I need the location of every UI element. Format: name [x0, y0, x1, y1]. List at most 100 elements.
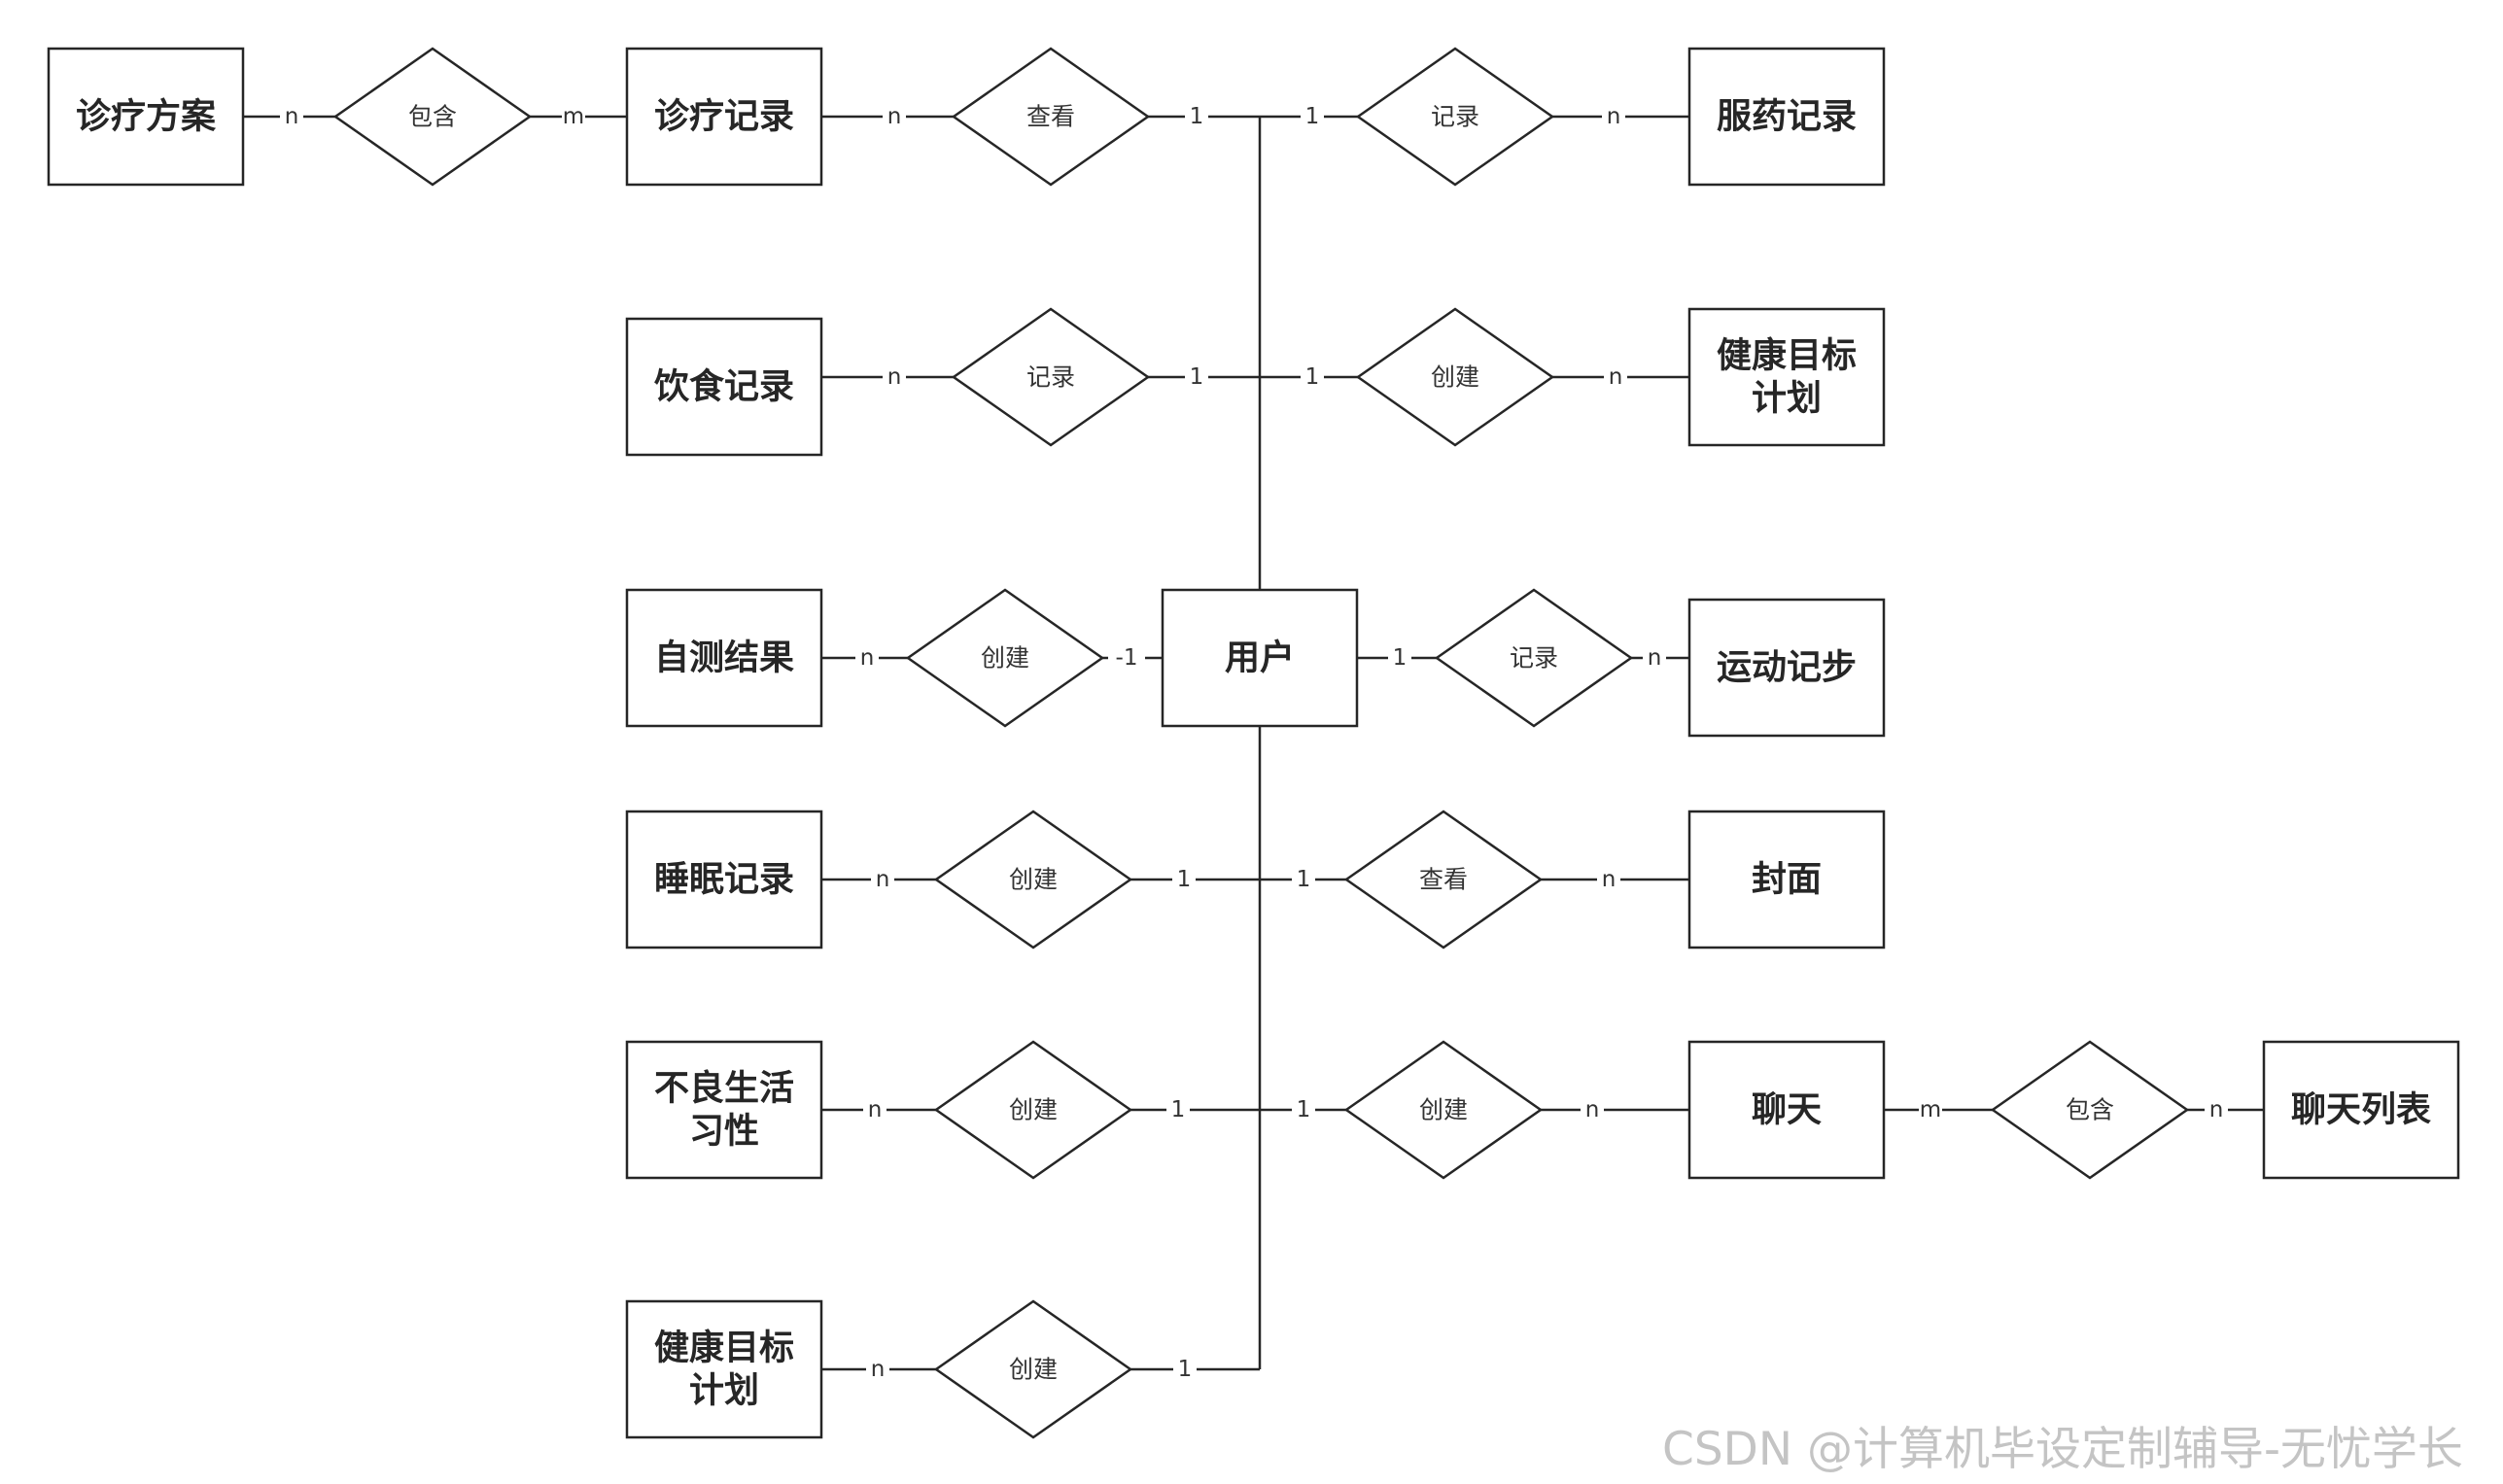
entity-diet_record: 饮食记录: [625, 317, 823, 457]
cardinality-c3: n: [883, 103, 906, 130]
entity-box: [47, 47, 245, 187]
entity-label: 运动记步: [1717, 648, 1857, 688]
cardinality-bg: [883, 103, 906, 130]
entity-medication_record: 服药记录: [1687, 47, 1886, 187]
entity-box: [2262, 1040, 2460, 1180]
entity-box: [625, 317, 823, 457]
cardinality-bg: [1301, 363, 1324, 391]
cardinality-bg: [1108, 644, 1145, 672]
entity-sleep_record: 睡眠记录: [625, 810, 823, 949]
cardinality-bg: [1581, 1096, 1604, 1123]
cardinality-c26: 1: [1173, 1356, 1197, 1383]
cardinality-label: n: [868, 1097, 883, 1122]
relationship-label: 创建: [1431, 363, 1479, 392]
cardinality-bg: [883, 363, 906, 391]
relationship-r_create_1: 创建: [1355, 307, 1555, 447]
entity-label: 计划: [1752, 379, 1822, 419]
relationship-label: 记录: [1026, 363, 1075, 392]
relationship-diamond: [951, 47, 1151, 187]
entity-box: [1161, 588, 1359, 728]
cardinality-c25: n: [866, 1356, 889, 1383]
cardinality-label: n: [1602, 867, 1617, 892]
relationship-label: 创建: [981, 644, 1029, 673]
entity-box: [625, 810, 823, 949]
cardinality-c21: 1: [1292, 1096, 1315, 1123]
entity-box: [1687, 810, 1886, 949]
cardinality-c19: n: [863, 1096, 886, 1123]
cardinality-c20: 1: [1166, 1096, 1190, 1123]
entity-label: 用户: [1225, 638, 1295, 678]
entity-box: [1687, 598, 1886, 738]
cardinality-bg: [1185, 103, 1208, 130]
relationship-diamond: [951, 307, 1151, 447]
cardinality-bg: [871, 866, 894, 893]
entity-label: 聊天: [1752, 1090, 1822, 1130]
entity-label: 不良生活: [654, 1069, 794, 1109]
relationship-r_create_3: 创建: [933, 810, 1133, 949]
cardinality-label: 1: [1171, 1097, 1186, 1122]
entity-label: 健康目标: [1717, 335, 1857, 376]
cardinality-label: 1: [1190, 104, 1204, 129]
entity-label: 健康目标: [654, 1328, 794, 1368]
cardinality-bg: [1919, 1096, 1942, 1123]
relationship-r_create_6: 创建: [933, 1299, 1133, 1439]
cardinality-bg: [1643, 644, 1666, 672]
entity-cover: 封面: [1687, 810, 1886, 949]
cardinality-c22: n: [1581, 1096, 1604, 1123]
cardinality-label: 1: [1393, 645, 1408, 671]
cardinality-label: 1: [1297, 1097, 1311, 1122]
cardinality-bg: [1597, 866, 1620, 893]
cardinality-c11: n: [855, 644, 879, 672]
relationship-label: 创建: [1009, 1356, 1058, 1384]
cardinality-label: -1: [1116, 645, 1138, 671]
cardinality-c24: n: [2205, 1096, 2228, 1123]
cardinality-bg: [863, 1096, 886, 1123]
relationship-label: 查看: [1026, 103, 1075, 131]
watermark: CSDN @计算机毕设定制辅导-无忧学长: [1662, 1423, 2463, 1476]
relationship-diamond: [332, 47, 533, 187]
relationship-r_contains_1: 包含: [332, 47, 533, 187]
cardinality-bg: [1166, 1096, 1190, 1123]
relationship-label: 查看: [1419, 866, 1468, 894]
entity-label: 计划: [689, 1371, 759, 1411]
entity-box: [625, 588, 823, 728]
entity-box: [625, 1299, 823, 1439]
entity-label: 诊疗记录: [654, 97, 794, 137]
entity-label: 习性: [689, 1112, 759, 1152]
cardinality-label: n: [1609, 364, 1623, 390]
relationship-label: 创建: [1419, 1096, 1468, 1124]
relationship-r_record_1: 记录: [1355, 47, 1555, 187]
cardinality-c13: 1: [1388, 644, 1411, 672]
relationship-diamond: [1343, 810, 1544, 949]
entity-label: 饮食记录: [654, 367, 794, 407]
cardinality-label: n: [285, 104, 299, 129]
entity-exercise_steps: 运动记步: [1687, 598, 1886, 738]
relationship-diamond: [933, 810, 1133, 949]
cardinality-label: n: [1607, 104, 1621, 129]
entity-label: 自测结果: [654, 638, 794, 678]
relationship-diamond: [933, 1040, 1133, 1180]
entity-label: 服药记录: [1717, 97, 1857, 137]
cardinality-bg: [562, 103, 585, 130]
cardinality-label: n: [871, 1357, 886, 1382]
cardinality-bg: [2205, 1096, 2228, 1123]
relationship-r_create_2: 创建: [905, 588, 1105, 728]
relationship-r_view_2: 查看: [1343, 810, 1544, 949]
cardinality-bg: [855, 644, 879, 672]
relationship-label: 创建: [1009, 866, 1058, 894]
relationship-label: 包含: [408, 103, 457, 131]
cardinality-label: n: [860, 645, 875, 671]
entities: 诊疗方案诊疗记录服药记录饮食记录健康目标计划自测结果用户运动记步睡眠记录封面不良…: [47, 47, 2460, 1439]
cardinality-bg: [1172, 866, 1196, 893]
relationship-diamond: [933, 1299, 1133, 1439]
relationship-diamond: [905, 588, 1105, 728]
cardinality-label: n: [1585, 1097, 1600, 1122]
cardinality-label: 1: [1178, 1357, 1193, 1382]
connector-lines: [243, 115, 2264, 1371]
relationship-label: 记录: [1431, 103, 1479, 131]
cardinality-label: 1: [1305, 104, 1320, 129]
cardinality-label: n: [887, 364, 902, 390]
cardinality-c15: n: [871, 866, 894, 893]
